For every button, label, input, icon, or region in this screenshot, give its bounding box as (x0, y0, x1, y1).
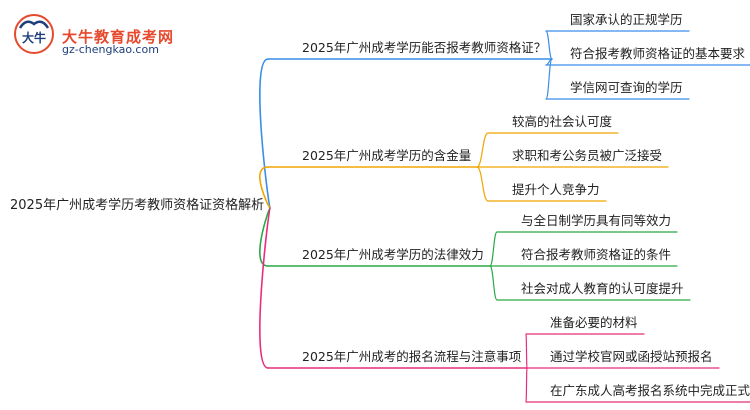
leaf-topic: 符合报考教师资格证的条件 (521, 247, 672, 262)
leaf-topic: 社会对成人教育的认可度提升 (521, 281, 684, 296)
leaf-topic: 国家承认的正规学历 (570, 12, 683, 27)
branch-topic-legal-effect: 2025年广州成考学历的法律效力 (302, 247, 484, 262)
logo-mark-text: 大牛 (22, 30, 46, 45)
site-logo[interactable]: 大牛 大牛教育成考网 gz-chengkao.com (6, 6, 173, 56)
leaf-connector (489, 231, 498, 267)
logo-brand-name: 大牛教育成考网 (62, 28, 175, 46)
branch-connector (259, 207, 271, 369)
leaf-topic: 在广东成人高考报名系统中完成正式报考 (550, 383, 750, 398)
leaf-topic: 求职和考公务员被广泛接受 (512, 148, 663, 163)
leaf-connector (476, 166, 489, 202)
branch-connector (259, 166, 271, 209)
leaf-topic: 通过学校官网或函授站预报名 (550, 349, 713, 364)
branch-connector (259, 58, 271, 209)
leaf-connector (525, 333, 528, 369)
branch-topic-registration: 2025年广州成考的报名流程与注意事项 (302, 349, 522, 364)
logo-url: gz-chengkao.com (62, 43, 159, 56)
leaf-topic: 较高的社会认可度 (512, 114, 613, 129)
leaf-connector (489, 265, 498, 301)
bull-logo-icon: 大牛 (14, 14, 54, 54)
leaf-connector (525, 367, 528, 403)
leaf-connector (476, 132, 489, 168)
leaf-connector (545, 58, 553, 100)
leaf-topic: 与全日制学历具有同等效力 (521, 213, 672, 228)
leaf-topic: 提升个人竞争力 (512, 182, 600, 197)
branch-topic-value: 2025年广州成考学历的含金量 (302, 148, 472, 163)
root-topic: 2025年广州成考学历考教师资格证资格解析 (10, 198, 265, 213)
leaf-topic: 准备必要的材料 (550, 315, 638, 330)
branch-topic-eligibility: 2025年广州成考学历能否报考教师资格证？ (302, 40, 547, 55)
leaf-topic: 学信网可查询的学历 (570, 80, 683, 95)
leaf-topic: 符合报考教师资格证的基本要求 (570, 46, 746, 61)
leaf-connector (545, 30, 553, 60)
